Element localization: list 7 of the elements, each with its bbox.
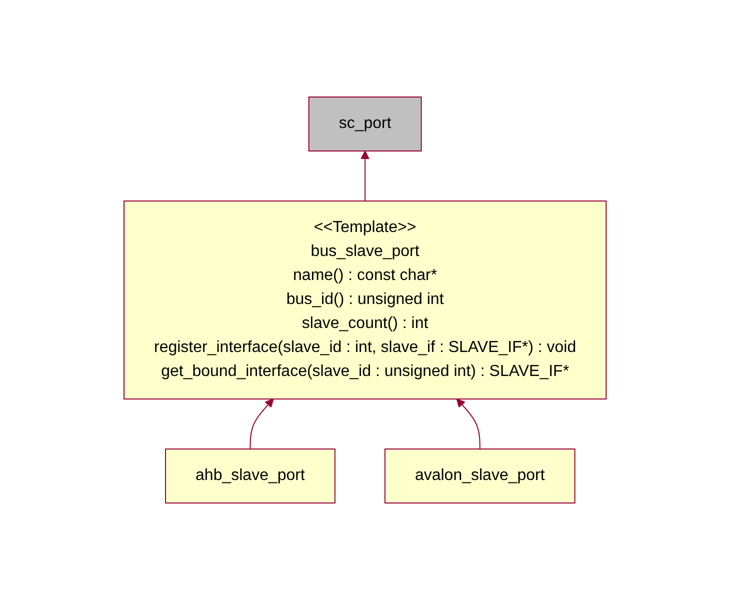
arrow [360,150,370,202]
node-box: ahb_slave_port [164,448,336,504]
node-box: sc_port [308,96,422,152]
node-box: avalon_slave_port [384,448,576,504]
arrow [250,398,274,450]
arrow [456,398,480,450]
node-box: <<Template>> bus_slave_port name() : const char* bus_id() : unsigned int slave_count() : int register_interface(slave_id : int, slave_if : SLAVE_IF*) : void get_bound_interface(slave_id : unsigned int) : SLAVE_IF* [123,200,607,400]
